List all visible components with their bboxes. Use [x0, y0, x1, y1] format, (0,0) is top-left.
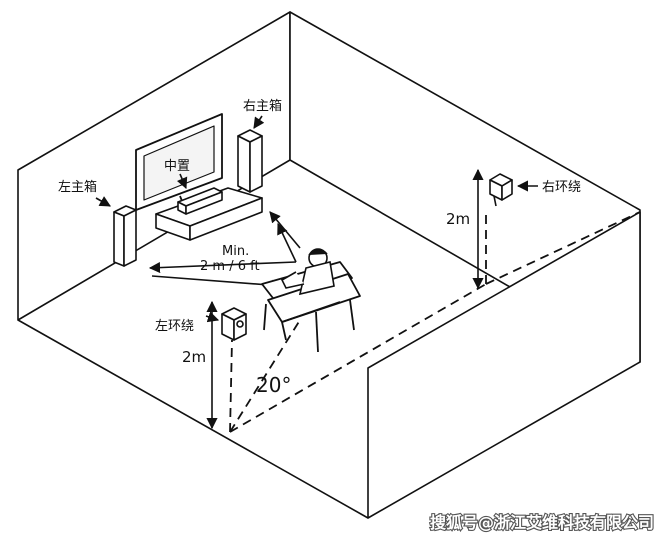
label-angle: 20° [256, 373, 291, 397]
center-speaker [177, 187, 223, 215]
left-surround-speaker [221, 307, 247, 341]
sofa-leg-2 [281, 321, 287, 341]
pointer-left-surround [205, 311, 220, 323]
distance-arrows [148, 211, 301, 291]
cabinet-side [189, 197, 263, 241]
label-min-distance: 2 m / 6 ft [200, 259, 260, 274]
tv-screen [143, 125, 215, 201]
pointer-right-main [253, 115, 265, 129]
label-right-main: 右主箱 [243, 98, 282, 114]
sofa-leg-1 [263, 303, 267, 331]
right-main-speaker [237, 129, 263, 193]
pointer-left-main [95, 196, 111, 207]
label-height-right: 2m [446, 210, 470, 228]
label-center: 中置 [164, 159, 190, 174]
tv [135, 113, 223, 211]
height-arrows [206, 168, 484, 430]
label-left-main: 左主箱 [58, 179, 97, 195]
arrow-tv-to-seat-1 [148, 261, 297, 274]
listener-hair [308, 248, 328, 256]
guide-listener [229, 319, 301, 433]
watermark-text: 搜狐号@浙江艾维科技有限公司 [430, 513, 654, 532]
sofa-leg-3 [315, 311, 319, 353]
label-min: Min. [222, 244, 249, 259]
front-wall-block [367, 211, 641, 519]
floor-guides [229, 210, 641, 433]
label-left-surround: 左环绕 [155, 319, 194, 334]
arrow-to-seat-long [151, 275, 284, 291]
guide-left-surround-vertical [229, 339, 233, 433]
listener-body [298, 261, 335, 296]
floor-left-edge [17, 319, 369, 519]
sofa-leg-4 [349, 299, 355, 331]
right-surround-speaker [489, 173, 513, 207]
label-height-left: 2m [182, 348, 206, 366]
pointer-center [176, 173, 188, 190]
arrow-wall-diagonal [269, 211, 301, 249]
listener [280, 248, 335, 296]
guide-right-surround-wall [485, 211, 641, 285]
listener-arm [280, 271, 305, 289]
sofa-rail [281, 301, 341, 323]
label-pointers [95, 115, 538, 323]
tv-cabinet [155, 187, 263, 241]
label-right-surround: 右环绕 [542, 180, 581, 195]
left-main-speaker [113, 205, 137, 267]
room-outline [17, 11, 641, 519]
guide-right-surround [229, 283, 487, 433]
arrow-tv-to-seat-2 [277, 222, 297, 263]
